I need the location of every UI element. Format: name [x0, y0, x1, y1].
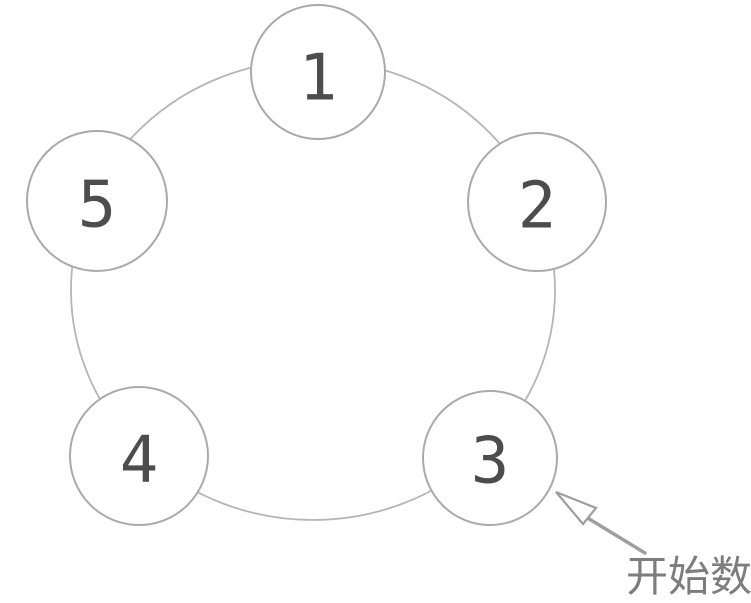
node-label-2: 2	[518, 169, 557, 243]
node-circle-1	[250, 4, 386, 140]
arrowhead-icon	[555, 490, 598, 526]
node-circle-2	[467, 132, 607, 272]
node-label-4: 4	[120, 423, 159, 497]
arrow-shaft	[584, 515, 647, 555]
node-circle-5	[26, 130, 168, 272]
node-circle-4	[69, 386, 209, 526]
node-label-1: 1	[299, 41, 338, 115]
node-label-5: 5	[78, 168, 117, 242]
annotation-label: 开始数	[626, 553, 751, 600]
node-circle-3	[422, 390, 558, 526]
start-pointer-arrow	[555, 490, 647, 555]
node-label-3: 3	[471, 424, 510, 498]
